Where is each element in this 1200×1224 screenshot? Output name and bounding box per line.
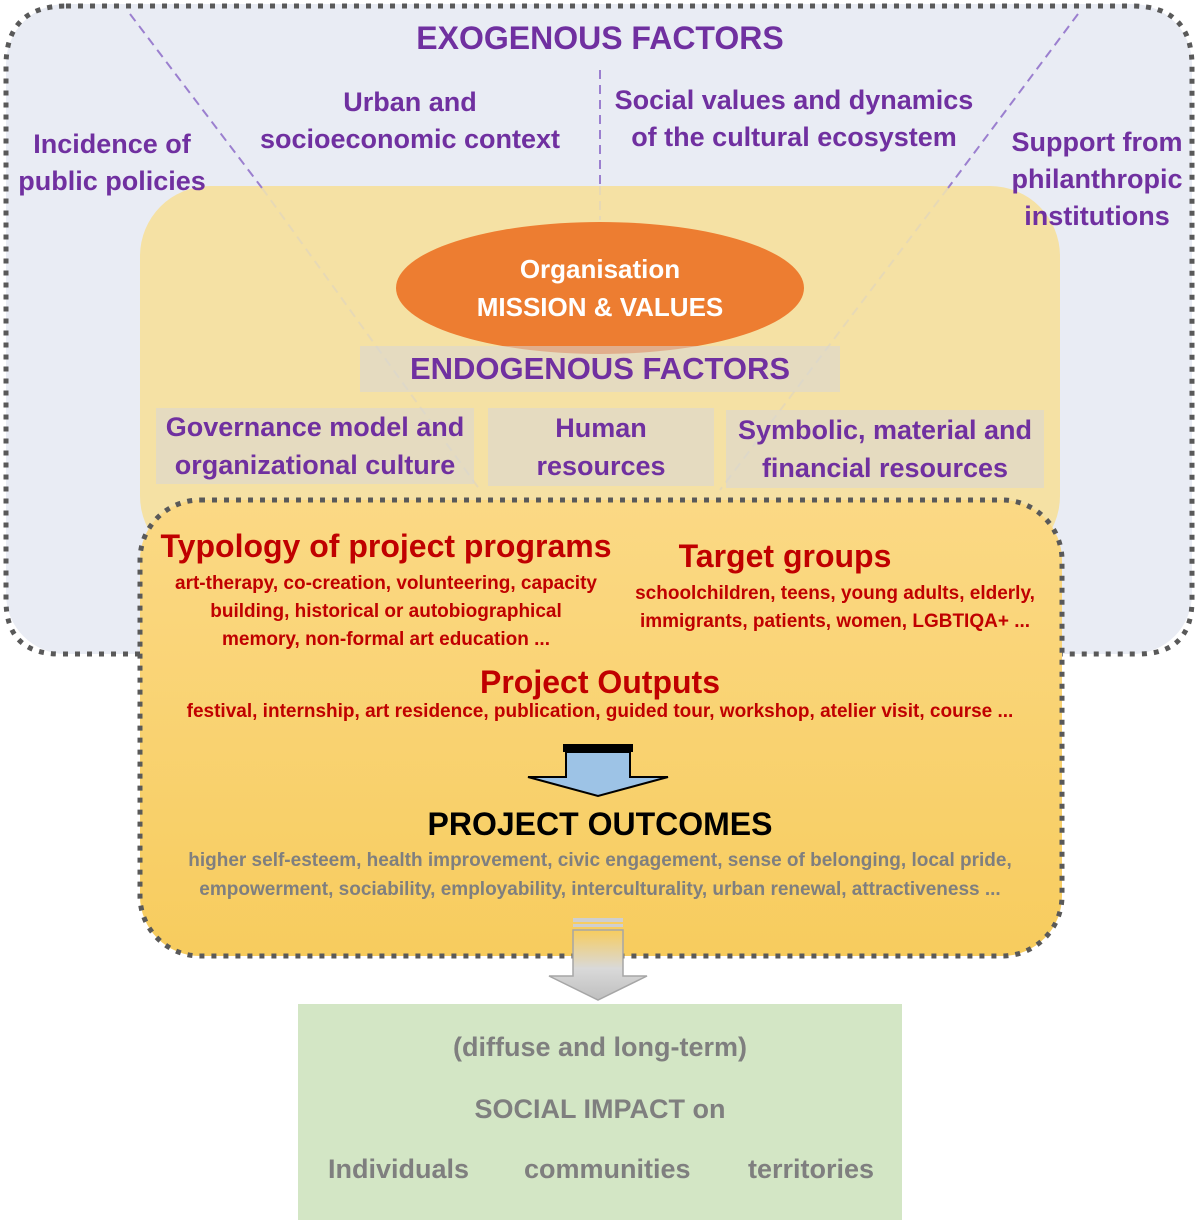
label-line: socioeconomic context bbox=[259, 124, 561, 154]
endogenous-symbolic-resources: Symbolic, material and financial resourc… bbox=[726, 410, 1044, 488]
list-line: art-therapy, co-creation, volunteering, … bbox=[175, 573, 597, 594]
typology-title: Typology of project programs bbox=[160, 528, 612, 564]
mission-line: Organisation bbox=[519, 254, 681, 284]
list-line: schoolchildren, teens, young adults, eld… bbox=[635, 583, 1035, 604]
exogenous-outline bbox=[3, 3, 1195, 657]
endogenous-governance: Governance model and organizational cult… bbox=[156, 408, 474, 484]
label-line: institutions bbox=[1024, 201, 1170, 231]
impact-territories: territories bbox=[748, 1154, 875, 1184]
list-line: memory, non-formal art education ... bbox=[222, 629, 550, 650]
label-line: organizational culture bbox=[174, 450, 456, 480]
outcomes-list: higher self-esteem, health improvement, … bbox=[160, 846, 1040, 904]
label-line: Governance model and bbox=[165, 412, 465, 442]
outputs-to-outcomes-arrow bbox=[527, 744, 669, 798]
label-line: Urban and bbox=[343, 87, 477, 117]
exogenous-title: EXOGENOUS FACTORS bbox=[416, 20, 784, 56]
exogenous-philanthropic-support: Support from philanthropic institutions bbox=[1000, 124, 1194, 235]
exogenous-social-values: Social values and dynamics of the cultur… bbox=[606, 82, 982, 156]
exogenous-divider-lines bbox=[129, 13, 1079, 189]
label-line: Symbolic, material and bbox=[737, 415, 1033, 445]
list-line: higher self-esteem, health improvement, … bbox=[188, 850, 1012, 871]
exogenous-public-policies: Incidence of public policies bbox=[14, 126, 210, 200]
label-line: Human bbox=[555, 413, 647, 443]
label-line: resources bbox=[536, 451, 666, 481]
target-groups-title: Target groups bbox=[678, 538, 892, 574]
target-groups-list: schoolchildren, teens, young adults, eld… bbox=[622, 580, 1048, 636]
endogenous-title: ENDOGENOUS FACTORS bbox=[360, 346, 840, 392]
list-line: building, historical or autobiographical bbox=[210, 601, 562, 622]
typology-list: art-therapy, co-creation, volunteering, … bbox=[160, 570, 612, 654]
impact-individuals: Individuals bbox=[328, 1154, 470, 1184]
label-line: Support from bbox=[1011, 127, 1183, 157]
outcomes-to-impact-arrow bbox=[548, 918, 648, 1001]
mission-values-ellipse: Organisation MISSION & VALUES bbox=[396, 222, 804, 354]
label-line: Incidence of bbox=[33, 129, 191, 159]
outcomes-title: PROJECT OUTCOMES bbox=[427, 806, 773, 842]
impact-communities: communities bbox=[524, 1154, 691, 1184]
mission-line: MISSION & VALUES bbox=[476, 292, 724, 322]
impact-title: SOCIAL IMPACT on bbox=[474, 1094, 726, 1124]
list-line: empowerment, sociability, employability,… bbox=[199, 879, 1001, 900]
impact-subtitle: (diffuse and long-term) bbox=[453, 1032, 747, 1062]
outputs-title: Project Outputs bbox=[479, 664, 720, 700]
endogenous-human-resources: Human resources bbox=[488, 408, 714, 486]
label-line: philanthropic bbox=[1011, 164, 1183, 194]
list-line: immigrants, patients, women, LGBTIQA+ ..… bbox=[639, 611, 1031, 632]
project-region bbox=[140, 500, 1062, 956]
social-impact-box: (diffuse and long-term) SOCIAL IMPACT on… bbox=[298, 1004, 902, 1220]
label-line: public policies bbox=[18, 166, 206, 196]
project-outline bbox=[137, 497, 1065, 959]
label-line: Social values and dynamics bbox=[614, 85, 974, 115]
exogenous-urban-context: Urban and socioeconomic context bbox=[250, 84, 570, 158]
label-line: financial resources bbox=[761, 453, 1009, 483]
outputs-list: festival, internship, art residence, pub… bbox=[186, 701, 1014, 722]
label-line: of the cultural ecosystem bbox=[631, 122, 957, 152]
